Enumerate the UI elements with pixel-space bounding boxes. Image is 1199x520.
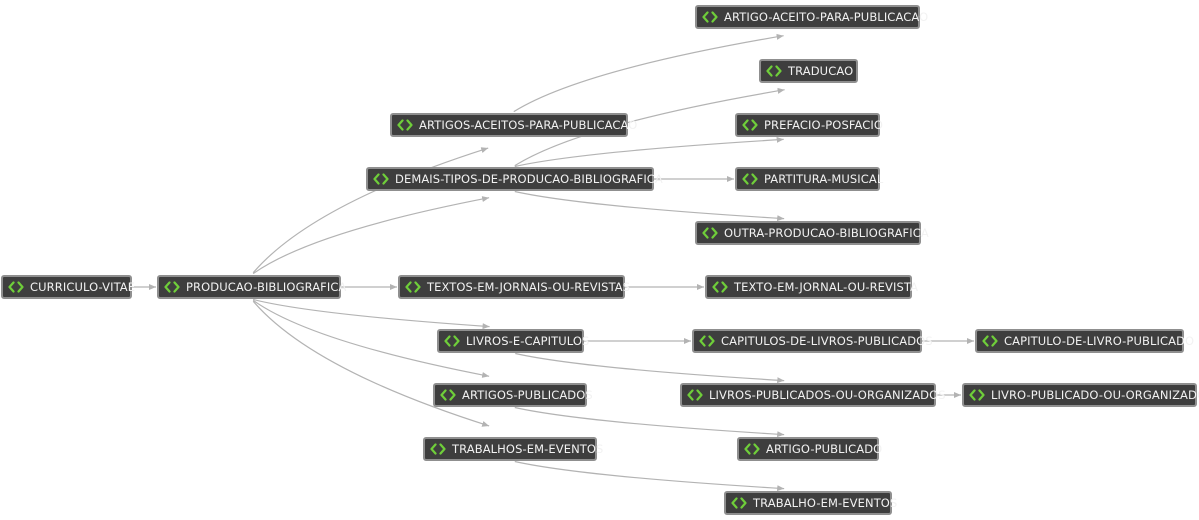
- code-brackets-icon: [444, 335, 460, 347]
- node-label: LIVROS-E-CAPITULOS: [466, 334, 590, 348]
- node-label: TEXTO-EM-JORNAL-OU-REVISTA: [734, 280, 919, 294]
- node-label: CURRICULO-VITAE: [30, 280, 136, 294]
- edge-artigos_publicados-to-artigo_publicado: [514, 406, 785, 438]
- code-brackets-icon: [982, 335, 998, 347]
- code-brackets-icon: [687, 389, 703, 401]
- node-livros-publicados-ou-organizados[interactable]: LIVROS-PUBLICADOS-OU-ORGANIZADOS: [680, 383, 946, 407]
- edge-producao_bibliografica-to-livros_capitulos: [253, 298, 490, 330]
- code-brackets-icon: [405, 281, 421, 293]
- node-capitulo-de-livro-publicado[interactable]: CAPITULO-DE-LIVRO-PUBLICADO: [975, 329, 1194, 353]
- node-outra-producao-bibliografica[interactable]: OUTRA-PRODUCAO-BIBLIOGRAFICA: [695, 221, 929, 245]
- node-label: PARTITURA-MUSICAL: [764, 172, 884, 186]
- node-label: ARTIGO-ACEITO-PARA-PUBLICACAO: [724, 10, 929, 24]
- edge-producao_bibliografica-to-artigos_publicados: [252, 299, 490, 378]
- node-artigo-aceito-para-publicacao[interactable]: ARTIGO-ACEITO-PARA-PUBLICACAO: [695, 5, 928, 29]
- code-brackets-icon: [744, 443, 760, 455]
- node-label: LIVRO-PUBLICADO-OU-ORGANIZADO: [991, 388, 1199, 402]
- node-label: CAPITULOS-DE-LIVROS-PUBLICADOS: [721, 334, 933, 348]
- node-label: LIVROS-PUBLICADOS-OU-ORGANIZADOS: [709, 388, 946, 402]
- code-brackets-icon: [699, 335, 715, 347]
- edge-artigos_aceitos-to-artigo_aceito: [513, 33, 784, 113]
- code-brackets-icon: [702, 227, 718, 239]
- edge-demais_tipos-to-outra_producao: [514, 190, 785, 222]
- code-brackets-icon: [397, 119, 413, 131]
- edge-demais_tipos-to-prefacio: [514, 136, 784, 168]
- node-trabalhos-em-eventos[interactable]: TRABALHOS-EM-EVENTOS: [423, 437, 603, 461]
- node-label: TRADUCAO: [788, 64, 854, 78]
- node-label: ARTIGO-PUBLICADO: [766, 442, 883, 456]
- code-brackets-icon: [702, 11, 718, 23]
- edge-producao_bibliografica-to-demais_tipos: [252, 196, 490, 275]
- node-label: TRABALHOS-EM-EVENTOS: [452, 442, 604, 456]
- node-label: TRABALHO-EM-EVENTOS: [753, 496, 898, 510]
- code-brackets-icon: [969, 389, 985, 401]
- code-brackets-icon: [373, 173, 389, 185]
- edge-producao_bibliografica-to-artigos_aceitos: [252, 147, 489, 274]
- code-brackets-icon: [742, 119, 758, 131]
- node-label: PREFACIO-POSFACIO: [764, 118, 884, 132]
- node-label: TEXTOS-EM-JORNAIS-OU-REVISTAS: [427, 280, 631, 294]
- code-brackets-icon: [430, 443, 446, 455]
- code-brackets-icon: [731, 497, 747, 509]
- code-brackets-icon: [164, 281, 180, 293]
- node-label: DEMAIS-TIPOS-DE-PRODUCAO-BIBLIOGRAFICA: [395, 172, 663, 186]
- node-demais-tipos-de-producao-bibliografica[interactable]: DEMAIS-TIPOS-DE-PRODUCAO-BIBLIOGRAFICA: [366, 167, 663, 191]
- code-brackets-icon: [712, 281, 728, 293]
- node-prefacio-posfacio[interactable]: PREFACIO-POSFACIO: [735, 113, 884, 137]
- node-capitulos-de-livros-publicados[interactable]: CAPITULOS-DE-LIVROS-PUBLICADOS: [692, 329, 933, 353]
- code-brackets-icon: [742, 173, 758, 185]
- node-partitura-musical[interactable]: PARTITURA-MUSICAL: [735, 167, 884, 191]
- node-artigos-aceitos-para-publicacao[interactable]: ARTIGOS-ACEITOS-PARA-PUBLICACAO: [390, 113, 637, 137]
- code-brackets-icon: [440, 389, 456, 401]
- node-livros-e-capitulos[interactable]: LIVROS-E-CAPITULOS: [437, 329, 589, 353]
- node-textos-em-jornais-ou-revistas[interactable]: TEXTOS-EM-JORNAIS-OU-REVISTAS: [398, 275, 630, 299]
- node-label: PRODUCAO-BIBLIOGRAFICA: [186, 280, 347, 294]
- node-artigo-publicado[interactable]: ARTIGO-PUBLICADO: [737, 437, 883, 461]
- node-producao-bibliografica[interactable]: PRODUCAO-BIBLIOGRAFICA: [157, 275, 346, 299]
- node-curriculo-vitae[interactable]: CURRICULO-VITAE: [1, 275, 136, 299]
- edge-livros_capitulos-to-livros_publicados: [515, 352, 785, 384]
- node-label: ARTIGOS-PUBLICADOS: [462, 388, 593, 402]
- node-artigos-publicados[interactable]: ARTIGOS-PUBLICADOS: [433, 383, 593, 407]
- node-label: OUTRA-PRODUCAO-BIBLIOGRAFICA: [724, 226, 929, 240]
- node-trabalho-em-eventos[interactable]: TRABALHO-EM-EVENTOS: [724, 491, 897, 515]
- node-traducao[interactable]: TRADUCAO: [759, 59, 858, 83]
- node-texto-em-jornal-ou-revista[interactable]: TEXTO-EM-JORNAL-OU-REVISTA: [705, 275, 918, 299]
- node-label: ARTIGOS-ACEITOS-PARA-PUBLICACAO: [419, 118, 638, 132]
- node-label: CAPITULO-DE-LIVRO-PUBLICADO: [1004, 334, 1195, 348]
- edge-trabalhos_eventos-to-trabalho_evento: [514, 460, 785, 492]
- code-brackets-icon: [766, 65, 782, 77]
- node-livro-publicado-ou-organizado[interactable]: LIVRO-PUBLICADO-OU-ORGANIZADO: [962, 383, 1199, 407]
- code-brackets-icon: [8, 281, 24, 293]
- edge-producao_bibliografica-to-trabalhos_eventos: [252, 300, 490, 427]
